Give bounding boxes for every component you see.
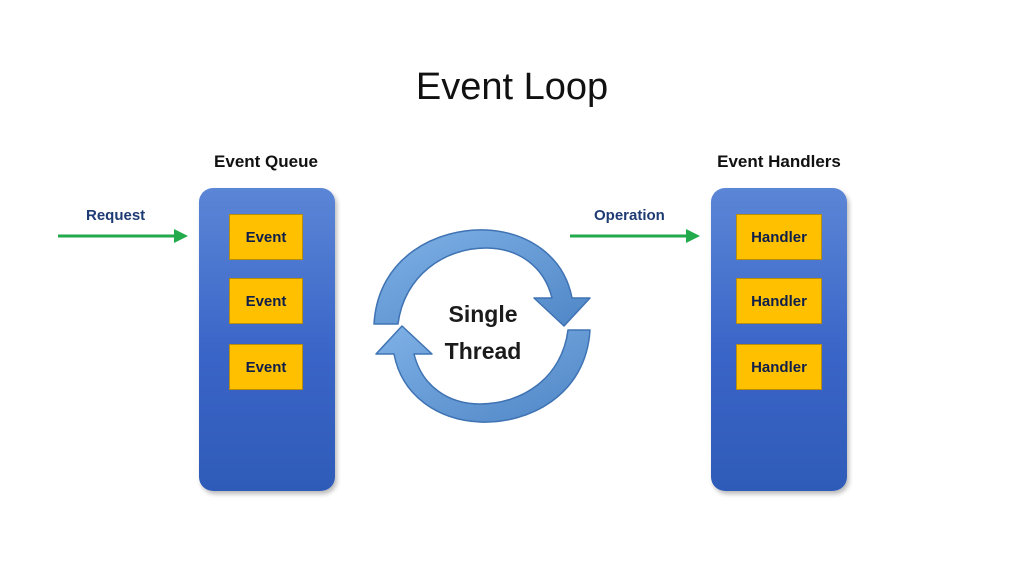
single-thread-label: Single Thread <box>423 296 543 370</box>
cycle-arrows-icon <box>373 229 591 423</box>
handler-item: Handler <box>736 344 822 390</box>
event-item: Event <box>229 278 303 324</box>
event-queue-column: Event Event Event <box>199 188 335 491</box>
handler-item: Handler <box>736 278 822 324</box>
single-thread-label-line: Thread <box>444 338 522 364</box>
event-queue-heading: Event Queue <box>214 152 318 171</box>
event-handlers-heading: Event Handlers <box>717 152 841 171</box>
operation-label: Operation <box>594 207 665 224</box>
operation-arrow-icon <box>570 229 700 243</box>
event-handlers-column: Handler Handler Handler <box>711 188 847 491</box>
request-arrow-icon <box>58 229 188 243</box>
single-thread-label-line: Single <box>448 301 518 327</box>
event-item: Event <box>229 344 303 390</box>
diagram-title: Event Loop <box>415 66 609 108</box>
request-label: Request <box>86 207 146 224</box>
handler-item: Handler <box>736 214 822 260</box>
event-item: Event <box>229 214 303 260</box>
